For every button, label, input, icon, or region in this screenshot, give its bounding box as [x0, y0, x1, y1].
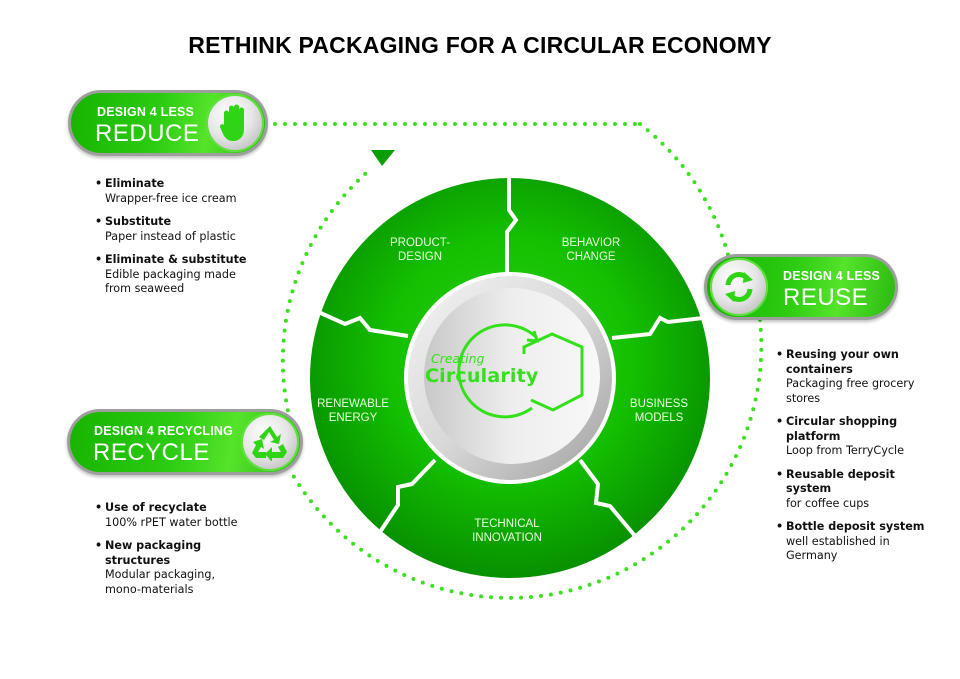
list-item-heading: New packaging structures	[105, 539, 202, 567]
list-item-detail: Paper instead of plastic	[105, 229, 236, 243]
recycle-list: Use of recyclate 100% rPET water bottle …	[95, 501, 255, 606]
segment-label-line: DESIGN	[397, 251, 443, 263]
list-item-detail: Edible packaging made from seaweed	[105, 267, 236, 296]
segment-technical-innovation: TECHNICAL INNOVATION	[452, 517, 562, 545]
segment-label-line: PRODUCT-	[389, 237, 451, 249]
divider-right	[611, 315, 704, 340]
divider-top	[505, 176, 519, 275]
reuse-subtitle: DESIGN 4 LESS	[783, 269, 881, 283]
list-item-detail: Loop from TerryCycle	[786, 444, 904, 457]
reduce-list: Eliminate Wrapper-free ice cream Substit…	[95, 177, 285, 306]
reuse-badge: DESIGN 4 LESS REUSE	[704, 254, 898, 320]
segment-dividers	[313, 176, 704, 538]
recycle-badge: DESIGN 4 RECYCLING RECYCLE	[67, 409, 303, 475]
reduce-label: REDUCE	[95, 120, 200, 147]
center-circularity-text: Circularity	[425, 365, 539, 387]
segment-product-design: PRODUCT- DESIGN	[365, 236, 475, 264]
list-item: Eliminate & substitute Edible packaging …	[95, 253, 265, 297]
list-item-heading: Bottle deposit system	[786, 520, 925, 533]
list-item-heading: Substitute	[105, 215, 172, 228]
list-item-heading: Eliminate & substitute	[105, 253, 247, 266]
list-item-detail: Wrapper-free ice cream	[105, 191, 237, 205]
segment-business-models: BUSINESS MODELS	[604, 397, 714, 425]
reduce-subtitle: DESIGN 4 LESS	[97, 105, 195, 119]
list-item-detail: Packaging free grocery stores	[786, 377, 915, 405]
recycle-icon	[241, 413, 299, 471]
list-item-heading: Reusable deposit system	[786, 467, 895, 496]
divider-left	[313, 308, 409, 338]
hand-stop-icon	[206, 94, 264, 152]
list-item-heading: Reusing your own containers	[786, 348, 899, 376]
segment-label-line: CHANGE	[566, 251, 616, 263]
segment-label-line: BUSINESS	[629, 398, 689, 410]
list-item-detail: 100% rPET water bottle	[105, 515, 238, 529]
list-item: Reusable deposit system for coffee cups	[776, 468, 926, 512]
recycle-subtitle: DESIGN 4 RECYCLING	[94, 424, 234, 438]
reuse-list: Reusing your own containers Packaging fr…	[776, 348, 936, 573]
list-item: Bottle deposit system well established i…	[776, 520, 946, 564]
refresh-arrows-icon	[710, 258, 768, 316]
recycle-label: RECYCLE	[93, 439, 210, 466]
segment-behavior-change: BEHAVIOR CHANGE	[536, 236, 646, 264]
dotted-arc-top-right	[638, 122, 732, 264]
circularity-logo-icon	[457, 323, 584, 419]
list-item-heading: Circular shopping platform	[786, 415, 898, 443]
page-title: RETHINK PACKAGING FOR A CIRCULAR ECONOMY	[188, 32, 772, 58]
divider-bottom-left	[378, 458, 437, 534]
list-item: Eliminate Wrapper-free ice cream	[95, 177, 285, 206]
center-creating-text: Creating	[431, 351, 485, 366]
segment-label-line: TECHNICAL	[474, 518, 540, 530]
list-item: Use of recyclate 100% rPET water bottle	[95, 501, 255, 530]
list-item-detail: Modular packaging, mono-materials	[105, 568, 216, 596]
list-item-heading: Eliminate	[105, 177, 165, 190]
segment-renewable-energy: RENEWABLE ENERGY	[298, 397, 408, 425]
list-item-detail: for coffee cups	[786, 496, 870, 510]
list-item: Reusing your own containers Packaging fr…	[776, 348, 926, 406]
segment-label-line: MODELS	[634, 412, 684, 424]
direction-arrow-icon	[371, 150, 395, 166]
list-item: New packaging structures Modular packagi…	[95, 539, 235, 597]
center-disk-inner	[424, 288, 600, 464]
list-item-heading: Use of recyclate	[105, 501, 207, 514]
list-item: Circular shopping platform Loop from Ter…	[776, 415, 926, 459]
dotted-cycle-path	[273, 122, 764, 600]
dotted-arc-bottom	[288, 318, 764, 600]
list-item-detail: well established in Germany	[786, 534, 890, 563]
divider-bottom-right	[578, 458, 637, 538]
reuse-label: REUSE	[783, 284, 869, 311]
segment-label-line: INNOVATION	[472, 532, 542, 544]
segment-label-line: ENERGY	[328, 412, 378, 424]
segment-label-line: BEHAVIOR	[561, 237, 621, 249]
reduce-badge: DESIGN 4 LESS REDUCE	[68, 90, 268, 156]
segment-label-line: RENEWABLE	[317, 398, 389, 410]
list-item: Substitute Paper instead of plastic	[95, 215, 285, 244]
dotted-arc-left	[280, 166, 374, 422]
